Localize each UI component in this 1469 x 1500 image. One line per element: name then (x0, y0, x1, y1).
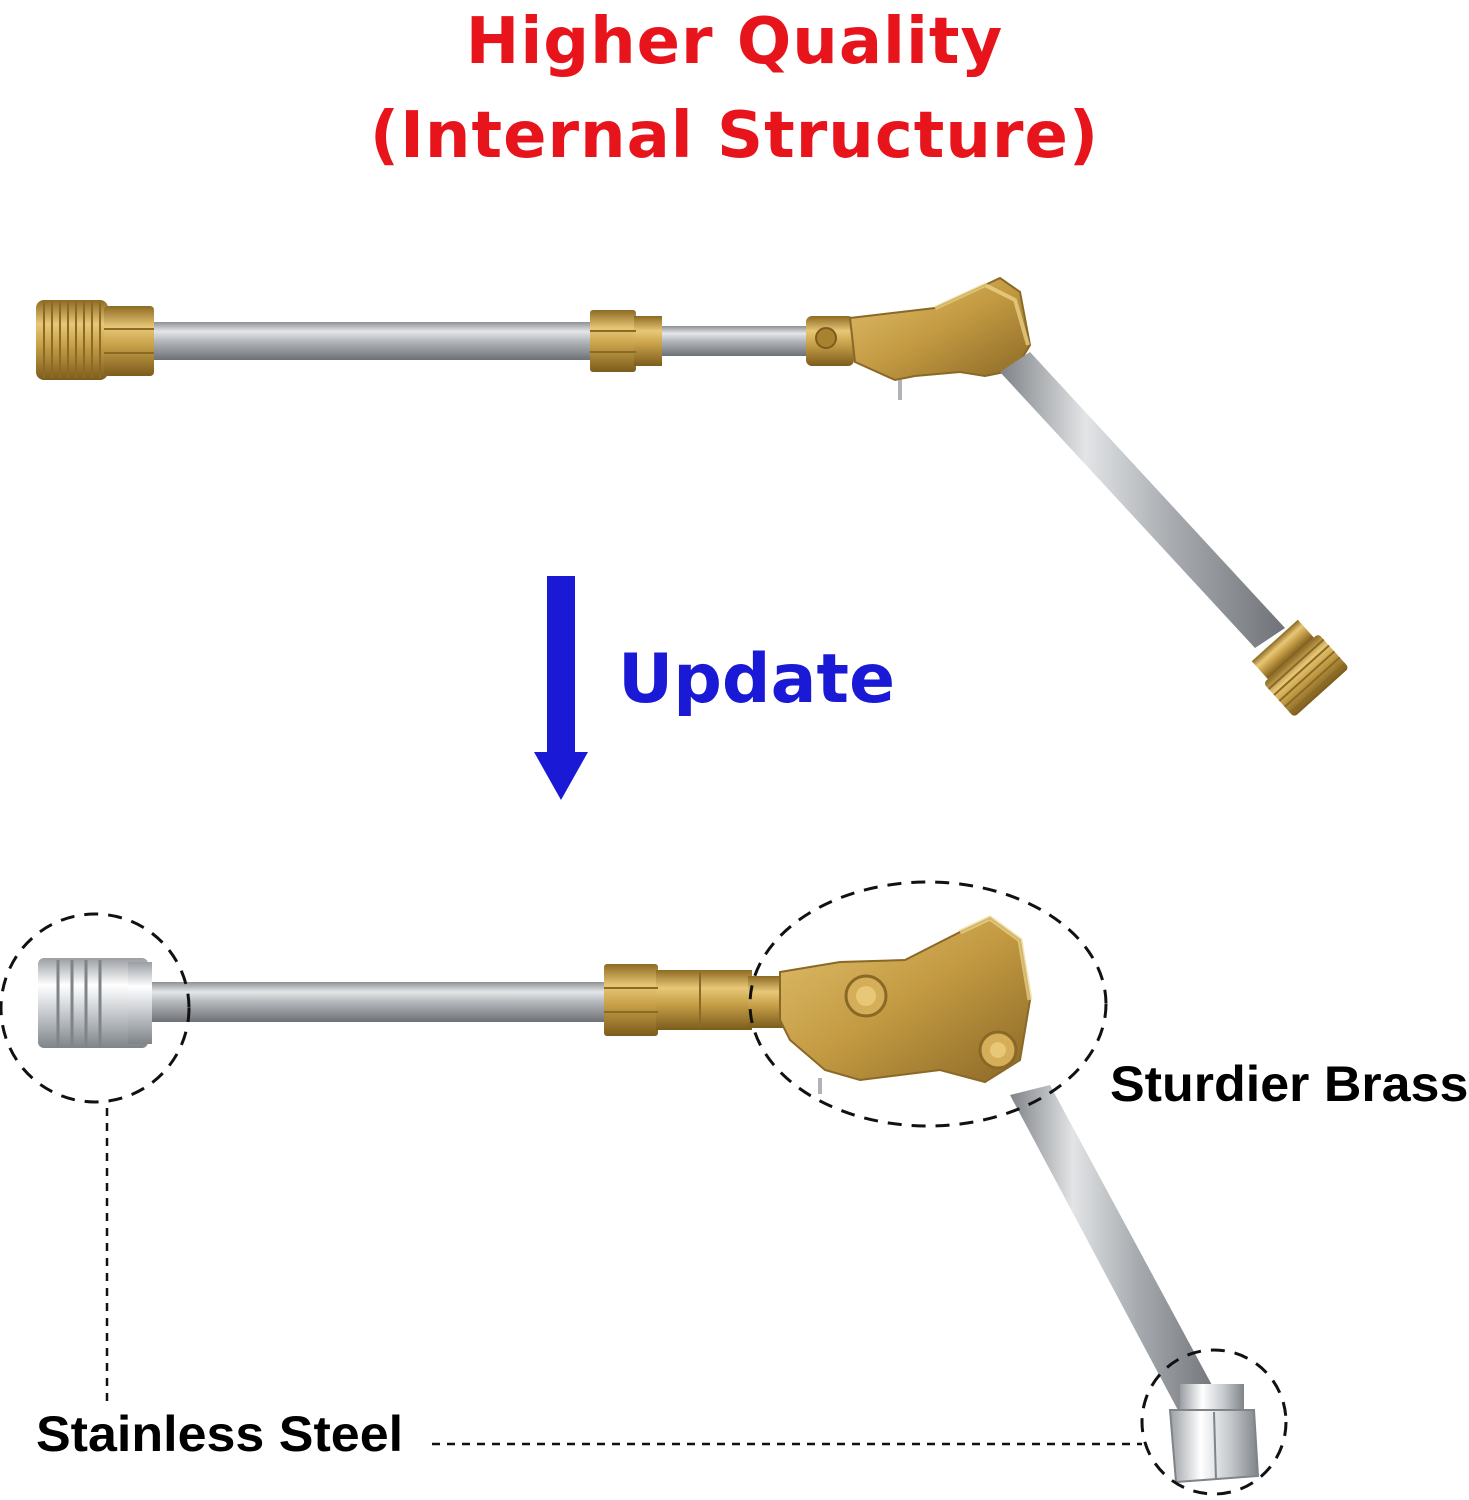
update-label: Update (618, 640, 896, 719)
sturdier-brass-label: Sturdier Brass (1110, 1056, 1469, 1112)
steel-tube (655, 326, 815, 356)
steel-tube (150, 982, 610, 1022)
down-arrow-icon (534, 576, 588, 800)
original-wand (36, 276, 1348, 716)
callout-circle-connector (0, 912, 191, 1104)
headline-line-1: Higher Quality (465, 5, 1004, 79)
steel-tube-angled (1000, 352, 1285, 648)
brass-end-fitting (1251, 619, 1348, 716)
stainless-end-nut (1168, 1384, 1260, 1484)
callout-circle-end (1140, 1348, 1288, 1496)
brass-hex-coupler (604, 964, 752, 1036)
callout-ellipse-brass (748, 880, 1108, 1128)
brass-hex-coupler (590, 310, 662, 372)
steel-tube-angled (1010, 1085, 1220, 1414)
stainless-steel-label: Stainless Steel (36, 1406, 404, 1462)
headline-line-2: (Internal Structure) (369, 99, 1100, 173)
stainless-quick-connector (38, 958, 152, 1048)
updated-wand (38, 915, 1260, 1484)
callout-markers (0, 880, 1288, 1496)
brass-valve-body (748, 915, 1033, 1094)
brass-quick-connector (36, 300, 154, 380)
callout-leader-lines (105, 1108, 1142, 1446)
steel-tube (150, 322, 600, 360)
brass-pivot-joint (806, 276, 1032, 400)
